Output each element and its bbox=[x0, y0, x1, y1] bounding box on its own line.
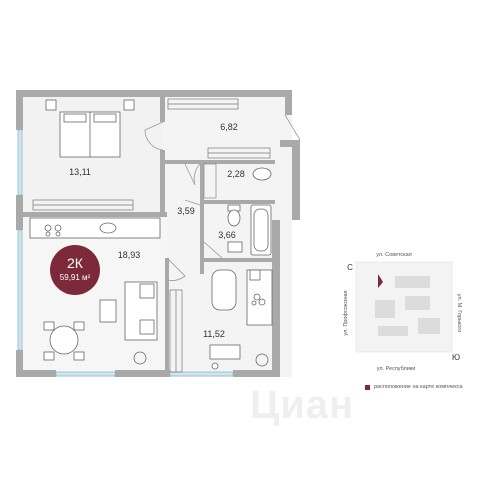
site-map bbox=[355, 261, 453, 353]
street-label-left: ул. Профсоюзная bbox=[343, 290, 349, 335]
doors bbox=[144, 114, 301, 281]
legend-swatch bbox=[365, 384, 370, 390]
sofa-icon bbox=[124, 281, 158, 341]
apartment-type: 2К bbox=[67, 255, 83, 271]
compass-south: Ю bbox=[452, 353, 460, 362]
kids-desk-icon bbox=[209, 344, 241, 370]
map-legend: расположение на карте комплекса bbox=[365, 384, 463, 390]
room-area-hall: 3,59 bbox=[177, 206, 195, 216]
room-area-bathroom: 3,66 bbox=[218, 230, 236, 240]
room-area-wc: 2,28 bbox=[227, 169, 245, 179]
coffee-table-icon bbox=[99, 299, 117, 323]
watermark-logo: Циан bbox=[250, 383, 355, 427]
bathtub-icon bbox=[250, 204, 272, 256]
street-label-top: ул. Советская bbox=[376, 252, 411, 258]
plant-icon bbox=[133, 351, 269, 367]
location-marker-icon bbox=[378, 274, 383, 288]
toilet-icon bbox=[227, 167, 272, 227]
street-label-right: ул. М. Горького bbox=[456, 294, 462, 333]
washer-icon bbox=[203, 163, 217, 199]
rug-icon bbox=[211, 269, 237, 311]
outer-walls bbox=[16, 90, 300, 377]
kitchen-counter-icon bbox=[29, 217, 161, 239]
sink-icon bbox=[227, 241, 243, 253]
windows bbox=[17, 129, 234, 377]
room-area-wardrobe: 6,82 bbox=[220, 122, 238, 132]
kids-bed-icon bbox=[246, 269, 273, 326]
legend-label: расположение на карте комплекса bbox=[374, 384, 463, 390]
apartment-total-area: 59,91 м² bbox=[59, 273, 91, 282]
bedroom-wardrobe-icon bbox=[32, 199, 134, 211]
bed-icon bbox=[45, 99, 135, 158]
interior-walls bbox=[22, 97, 275, 377]
wardrobe-shelves-icon bbox=[167, 98, 271, 159]
compass-north: С bbox=[347, 263, 353, 272]
toy-icon bbox=[251, 293, 266, 306]
dining-table-icon bbox=[43, 321, 85, 361]
street-label-bottom: ул. Республики bbox=[377, 366, 416, 372]
kids-wardrobe-icon bbox=[169, 289, 183, 373]
room-area-kitchen-living: 18,93 bbox=[118, 250, 141, 260]
room-area-kids-room: 11,52 bbox=[203, 329, 225, 339]
apartment-badge: 2К 59,91 м² bbox=[50, 245, 100, 295]
room-area-bedroom: 13,11 bbox=[69, 167, 91, 177]
